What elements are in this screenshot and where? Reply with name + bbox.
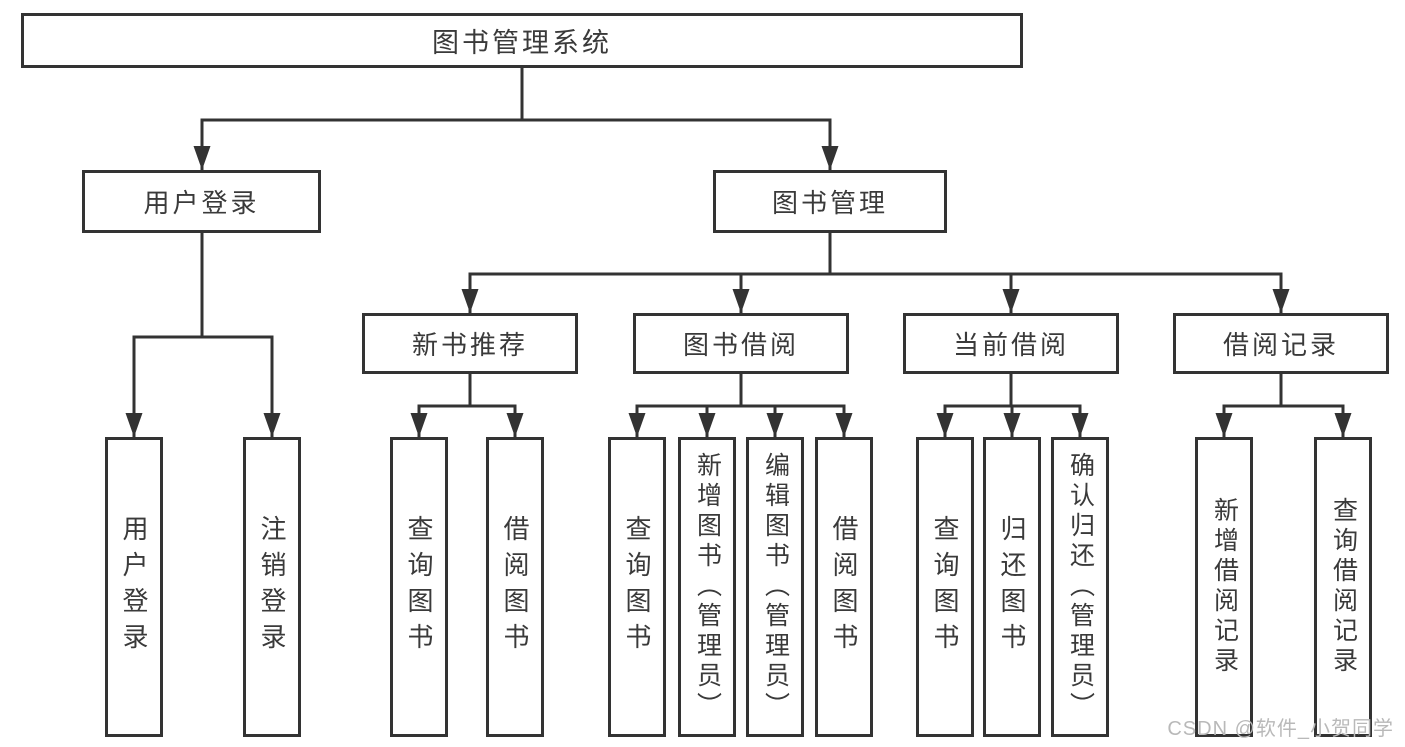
leaf-recommend-query-books: 查询图书 — [390, 437, 448, 737]
node-label: 用户登录 — [143, 188, 260, 218]
leaf-borrowing-borrow-books: 借阅图书 — [815, 437, 873, 737]
node-label: 新书推荐 — [411, 330, 528, 360]
node-library-management-system: 图书管理系统 — [21, 13, 1023, 68]
leaf-user-login: 用户登录 — [105, 437, 163, 737]
node-label: 确认归还（管理员） — [1066, 452, 1095, 722]
node-label: 图书管理系统 — [432, 28, 612, 58]
node-label: 当前借阅 — [952, 330, 1069, 360]
leaf-edit-books-admin: 编辑图书（管理员） — [746, 437, 804, 737]
leaf-add-borrow-record: 新增借阅记录 — [1195, 437, 1253, 737]
leaf-current-query-books: 查询图书 — [916, 437, 974, 737]
node-label: 查询图书 — [930, 515, 960, 659]
node-book-borrowing: 图书借阅 — [633, 313, 849, 374]
node-label: 查询图书 — [404, 515, 434, 659]
leaf-logout: 注销登录 — [243, 437, 301, 737]
node-label: 借阅图书 — [500, 515, 530, 659]
node-label: 编辑图书（管理员） — [761, 452, 790, 722]
node-label: 用户登录 — [119, 515, 149, 659]
node-new-book-recommendation: 新书推荐 — [362, 313, 578, 374]
node-label: 图书借阅 — [682, 330, 799, 360]
watermark-text: CSDN @软件_小贺同学 — [1167, 718, 1394, 740]
node-label: 查询图书 — [622, 515, 652, 659]
leaf-query-borrow-record: 查询借阅记录 — [1314, 437, 1372, 737]
node-user-login: 用户登录 — [82, 170, 321, 233]
node-label: 借阅记录 — [1222, 330, 1339, 360]
node-label: 归还图书 — [997, 515, 1027, 659]
node-label: 查询借阅记录 — [1329, 497, 1358, 677]
node-label: 图书管理 — [771, 188, 888, 218]
leaf-return-books: 归还图书 — [983, 437, 1041, 737]
node-label: 新增图书（管理员） — [693, 452, 722, 722]
leaf-confirm-return-admin: 确认归还（管理员） — [1051, 437, 1109, 737]
node-borrowing-records: 借阅记录 — [1173, 313, 1389, 374]
leaf-recommend-borrow-books: 借阅图书 — [486, 437, 544, 737]
leaf-add-books-admin: 新增图书（管理员） — [678, 437, 736, 737]
node-label: 借阅图书 — [829, 515, 859, 659]
node-book-management: 图书管理 — [713, 170, 947, 233]
node-current-borrowing: 当前借阅 — [903, 313, 1119, 374]
leaf-borrowing-query-books: 查询图书 — [608, 437, 666, 737]
node-label: 新增借阅记录 — [1210, 497, 1239, 677]
node-label: 注销登录 — [257, 515, 287, 659]
